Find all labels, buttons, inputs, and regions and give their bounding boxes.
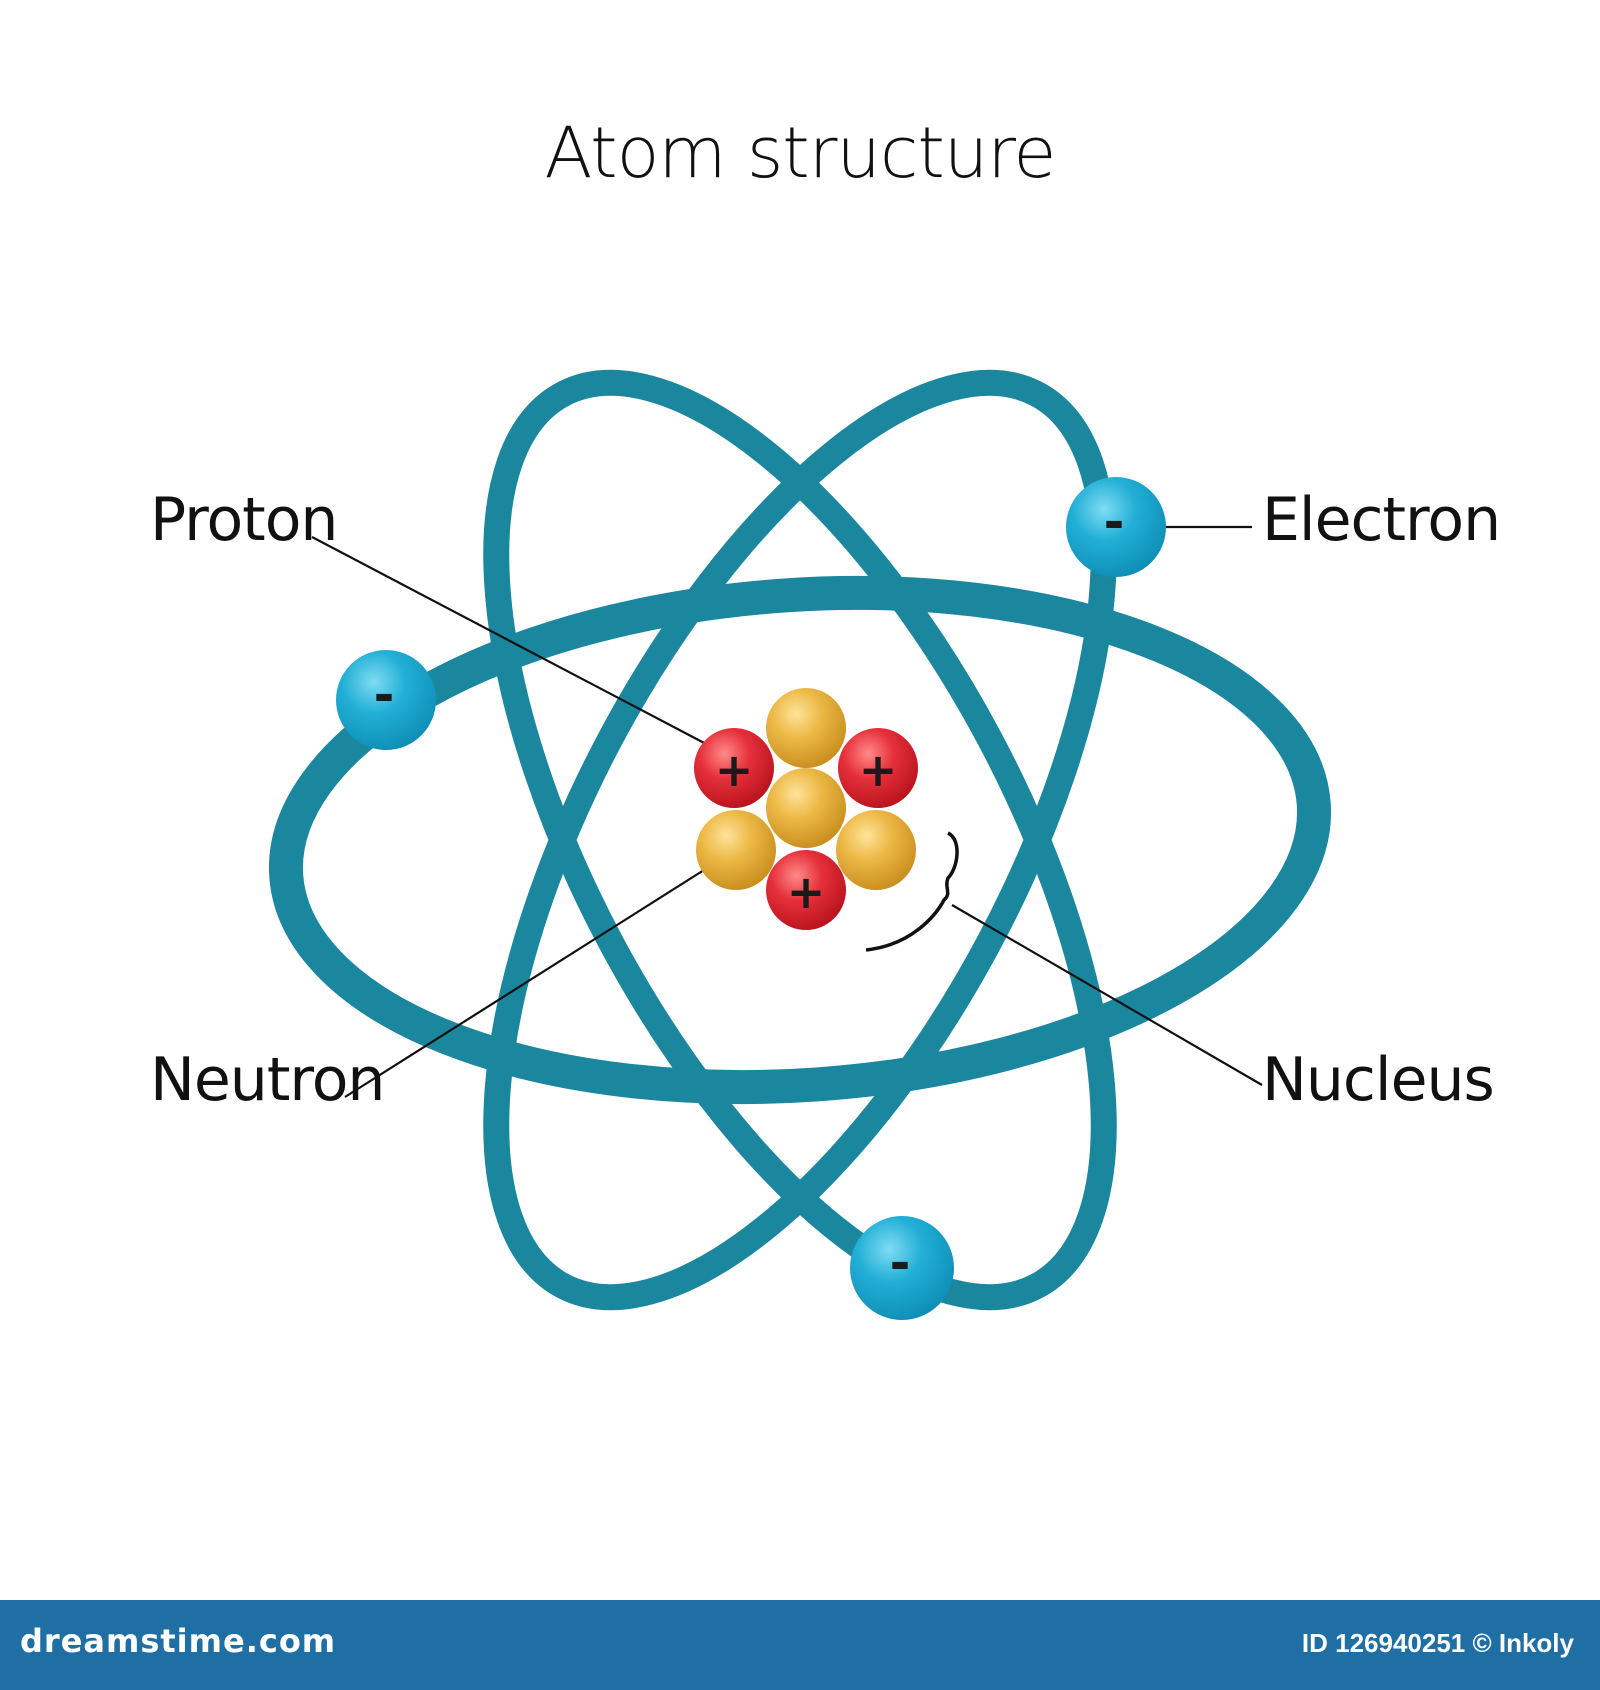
electron-sign: - [1104, 493, 1125, 551]
neutron-particle [766, 768, 846, 848]
watermark-footer-bar: dreamstime.com ID 126940251 © Inkoly [0, 1600, 1600, 1690]
proton-particle: + [694, 728, 774, 808]
proton-leader-line [311, 536, 709, 746]
electron-sign: - [890, 1234, 911, 1292]
orbit-right-tilt [483, 369, 1117, 1311]
orbit-horizontal [268, 575, 1332, 1105]
electron-sign: - [374, 666, 395, 724]
footer-image-id: ID 126940251 © Inkoly [1301, 1628, 1574, 1658]
electron-label: Electron [1262, 485, 1501, 555]
electron-particle: - [850, 1216, 954, 1320]
proton-label: Proton [150, 485, 338, 555]
neutron-particle [696, 810, 776, 890]
electron-particle: - [1066, 477, 1166, 577]
proton-sign: + [787, 865, 826, 919]
orbit-left-tilt [483, 369, 1117, 1311]
footer-site-logo: dreamstime.com [20, 1622, 337, 1660]
orbits [268, 369, 1332, 1311]
proton-particle: + [838, 728, 918, 808]
proton-sign: + [715, 743, 754, 797]
electron-particle: - [336, 650, 436, 750]
diagram-title: Atom structure [544, 112, 1056, 194]
neutron-leader-line [344, 869, 705, 1098]
neutron-particle [766, 688, 846, 768]
neutron-particle [836, 810, 916, 890]
proton-sign: + [859, 743, 898, 797]
nucleus-leader-line [951, 904, 1263, 1086]
nucleus-label: Nucleus [1262, 1045, 1495, 1115]
nucleus: + + + [694, 688, 918, 930]
leader-lines [311, 525, 1263, 1098]
neutron-label: Neutron [150, 1045, 385, 1115]
proton-particle: + [766, 850, 846, 930]
nucleus-brace [865, 831, 959, 952]
